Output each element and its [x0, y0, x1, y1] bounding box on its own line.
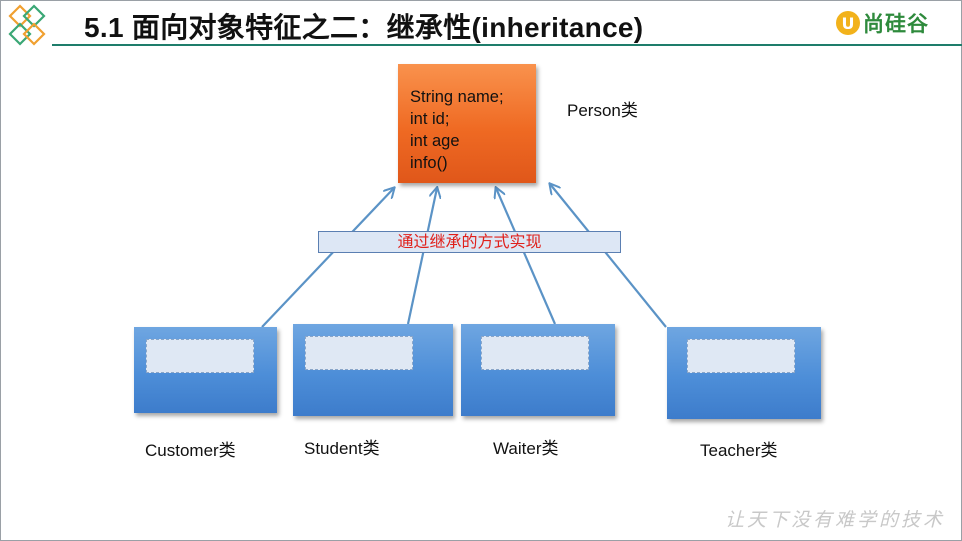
arrow-customer — [261, 188, 394, 328]
brand-mark-icon: U — [836, 11, 860, 35]
student-class-box — [293, 324, 453, 416]
field-id: int id; — [410, 110, 450, 128]
arrow-waiter — [496, 188, 557, 325]
diamond-logo-icon — [8, 4, 46, 46]
slide-header: 5.1 面向对象特征之二：继承性(inheritance) U 尚硅谷 — [0, 0, 962, 48]
arrow-student — [406, 188, 437, 325]
teacher-class-placeholder — [687, 339, 795, 373]
method-info: info() — [410, 154, 448, 172]
waiter-class-placeholder — [481, 336, 589, 370]
student-class-label: Student类 — [304, 439, 380, 458]
customer-class-label: Customer类 — [145, 441, 236, 460]
waiter-class-label: Waiter类 — [493, 439, 559, 458]
person-class-box: String name; int id; int age info() — [398, 64, 536, 183]
field-name: String name; — [410, 88, 504, 106]
teacher-class-box — [667, 327, 821, 419]
arrow-teacher — [550, 184, 667, 328]
student-class-placeholder — [305, 336, 413, 370]
footer-slogan: 让天下没有难学的技术 — [725, 509, 946, 531]
header-divider — [52, 44, 962, 46]
brand-name: 尚硅谷 — [863, 12, 929, 36]
teacher-class-label: Teacher类 — [700, 441, 778, 460]
banner-text: 通过继承的方式实现 — [397, 232, 542, 251]
customer-class-box — [134, 327, 277, 413]
person-class-label: Person类 — [567, 101, 638, 120]
customer-class-placeholder — [146, 339, 254, 373]
waiter-class-box — [461, 324, 615, 416]
brand-logo: U 尚硅谷 — [836, 8, 929, 38]
slide-title: 5.1 面向对象特征之二：继承性(inheritance) — [84, 12, 644, 43]
inheritance-banner: 通过继承的方式实现 — [318, 231, 621, 253]
field-age: int age — [410, 132, 460, 150]
